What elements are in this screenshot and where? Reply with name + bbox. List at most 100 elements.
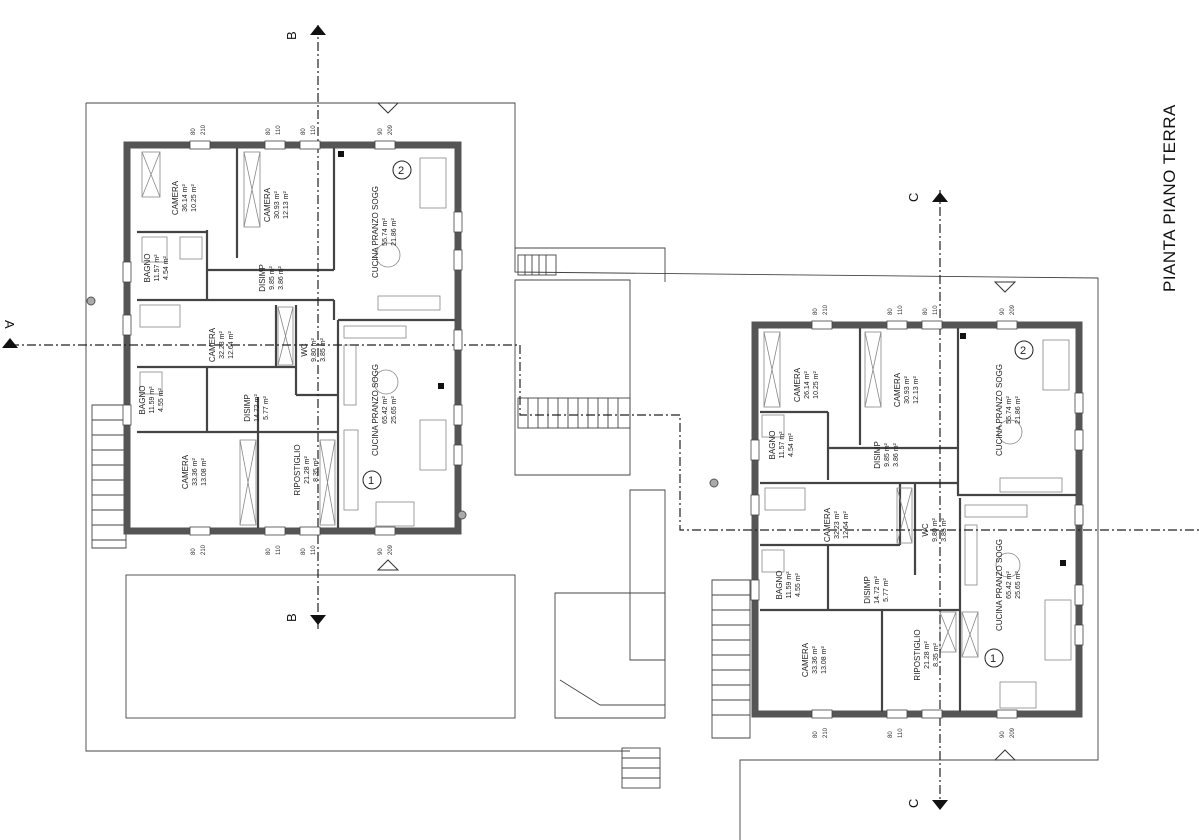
opening-dims: 80 210 80 110 80 110 90 209 80 210 80 11… [191,124,1016,738]
room-name: RIPOSTIGLIO [293,444,302,495]
room-area: 33.36 m² [192,458,199,486]
room-area: 12.13 m² [913,376,920,404]
left-unit-number-2: 2 [392,160,412,180]
room-area: 21.28 m² [924,641,931,669]
dim-label: 209 [388,124,394,135]
section-lines [2,25,1199,810]
right-external-stair [711,579,751,739]
unit-number: 2 [1020,345,1026,357]
room-area: 4.54 m² [163,255,170,279]
room-name: CUCINA PRANZO SOGG [371,364,380,456]
dim-label: 209 [1010,727,1016,738]
room-name: CUCINA PRANZO SOGG [371,186,380,278]
room-area: 11.59 m² [786,571,793,599]
dim-label: 110 [933,305,939,315]
room-area: 21.86 m² [1015,396,1022,424]
room-name: RIPOSTIGLIO [913,629,922,680]
room-area: 25.65 m² [391,396,398,424]
room-name: CAMERA [171,180,180,215]
room-area: 3.85 m² [320,337,327,361]
right-unit-number-1: 1 [984,648,1004,668]
dim-label: 110 [311,125,317,135]
dim-label: 80 [301,548,307,555]
room-name: CUCINA PRANZO SOGG [995,539,1004,631]
room-name: WC [921,523,930,537]
unit-number: 2 [398,165,404,177]
room-name: CAMERA [263,187,272,222]
room-name: DISIMP [873,441,882,469]
section-c-top-label: C [906,193,921,202]
room-area: 10.25 m² [191,184,198,212]
room-area: 36.14 m² [182,184,189,212]
dim-label: 80 [813,731,819,738]
room-area: 55.74 m² [382,218,389,246]
dim-label: 110 [276,545,282,555]
dim-label: 110 [276,125,282,135]
room-area: 5.77 m² [883,577,890,601]
section-a-label: A [2,320,17,329]
dim-label: 80 [191,548,197,555]
plan-title: PIANTA PIANO TERRA [1160,104,1179,292]
dim-label: 80 [888,731,894,738]
room-area: 10.25 m² [813,371,820,399]
room-name: CAMERA [823,507,832,542]
room-area: 30.93 m² [904,376,911,404]
room-area: 11.59 m² [149,386,156,414]
room-area: 4.55 m² [158,387,165,411]
room-area: 14.72 m² [874,576,881,604]
dim-label: 209 [1010,304,1016,315]
left-unit-number-1: 1 [362,470,382,490]
central-stair [517,254,661,789]
section-b-top-label: B [284,31,299,40]
room-area: 9.80 m² [932,517,939,541]
room-area: 26.14 m² [804,371,811,399]
dim-label: 90 [378,128,384,135]
room-name: BAGNO [775,571,784,600]
room-area: 30.93 m² [274,191,281,219]
dim-label: 110 [311,545,317,555]
dim-label: 80 [301,128,307,135]
dim-label: 80 [888,308,894,315]
room-area: 12.13 m² [283,191,290,219]
dim-label: 210 [823,304,829,315]
room-name: CAMERA [181,454,190,489]
dim-label: 90 [1000,308,1006,315]
room-area: 21.86 m² [391,218,398,246]
room-name: BAGNO [138,386,147,415]
dim-label: 80 [191,128,197,135]
room-area: 14.72 m² [254,394,261,422]
room-area: 12.64 m² [228,331,235,359]
site-boundary [85,102,1099,840]
room-name: DISIMP [258,264,267,292]
room-area: 4.55 m² [795,572,802,596]
room-area: 33.36 m² [812,646,819,674]
room-name: CAMERA [801,642,810,677]
section-b-bottom-label: B [284,613,299,622]
dim-label: 80 [266,128,272,135]
room-area: 9.85 m² [884,442,891,466]
room-name: BAGNO [143,254,152,283]
room-area: 8.35 m² [313,457,320,481]
dim-label: 110 [898,305,904,315]
room-area: 3.86 m² [893,442,900,466]
room-name: CAMERA [208,327,217,362]
room-area: 65.42 m² [382,396,389,424]
